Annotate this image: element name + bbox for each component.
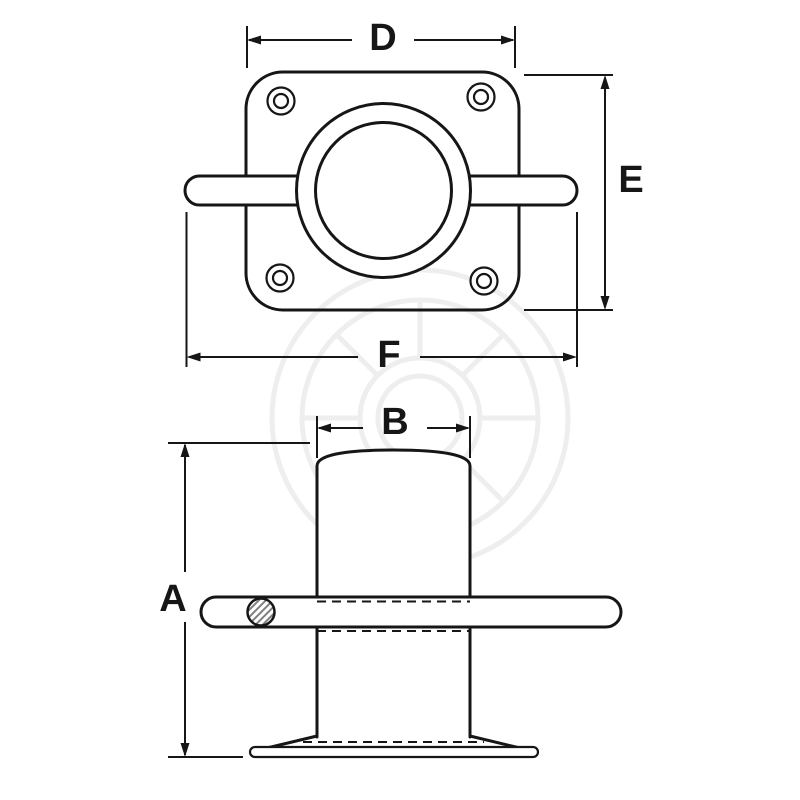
dimension-a: A xyxy=(159,442,310,758)
post-body-fill xyxy=(317,450,470,737)
side-view: B A xyxy=(159,401,623,759)
dimension-f: F xyxy=(185,212,578,376)
bolt-hole-outer xyxy=(466,82,496,112)
dimension-label-d: D xyxy=(369,17,396,59)
bolt-hole-outer xyxy=(265,263,295,293)
arrowhead-down xyxy=(180,743,190,757)
bolt-hole-outer xyxy=(469,266,499,296)
dimension-e: E xyxy=(524,74,644,311)
boss-inner-circle xyxy=(314,121,453,260)
top-view: D E F xyxy=(183,17,644,376)
arrowhead-left xyxy=(247,35,261,45)
arrowhead-right xyxy=(456,423,470,433)
dimension-label-e: E xyxy=(618,159,643,201)
bolt-hole xyxy=(265,263,295,293)
dimension-label-a: A xyxy=(159,578,186,620)
bolt-hole xyxy=(466,82,496,112)
dimension-label-b: B xyxy=(381,401,408,443)
arrowhead-up xyxy=(600,75,610,89)
bolt-hole xyxy=(266,86,296,116)
pin-cross-section-hatched xyxy=(246,597,276,627)
bolt-hole-inner xyxy=(271,269,289,287)
dimension-b: B xyxy=(316,401,471,458)
post-outline xyxy=(315,448,472,739)
arrowhead-left xyxy=(317,423,331,433)
bolt-hole xyxy=(469,266,499,296)
arrowhead-up xyxy=(180,443,190,457)
dimension-label-f: F xyxy=(377,334,400,376)
base-plate xyxy=(248,745,540,759)
boss-outer-circle xyxy=(295,102,472,279)
arrowhead-left xyxy=(186,352,201,362)
arrowhead-right xyxy=(563,352,577,362)
bolt-hole-inner xyxy=(272,92,290,110)
cross-pin-bar-side-view xyxy=(199,595,623,629)
dimension-d: D xyxy=(246,17,516,68)
arrowhead-right xyxy=(501,35,515,45)
arrowhead-down xyxy=(600,296,610,310)
bolt-hole-inner xyxy=(472,88,490,106)
bolt-hole-inner xyxy=(475,272,493,290)
bolt-hole-outer xyxy=(266,86,296,116)
